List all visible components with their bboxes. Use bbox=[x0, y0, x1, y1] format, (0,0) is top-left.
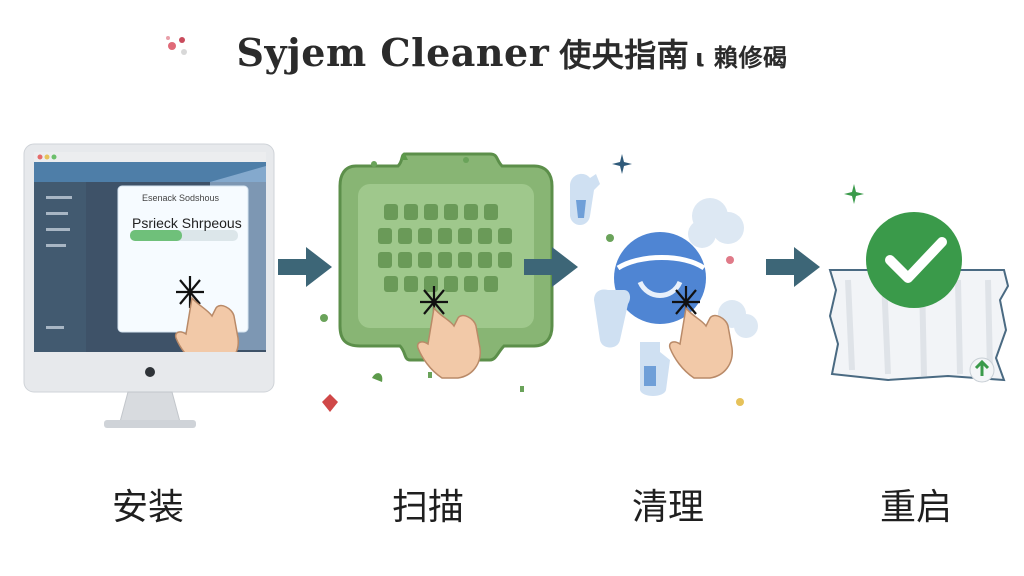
step-scan-illustration bbox=[320, 130, 580, 440]
monitor-install-icon bbox=[23, 143, 275, 428]
step-label-scan: 扫描 bbox=[391, 487, 464, 528]
title-tag: ι 賴修碣 bbox=[695, 44, 788, 72]
arrow-right-icon bbox=[278, 247, 332, 287]
step-label-restart: 重启 bbox=[879, 487, 952, 528]
step-label-install: 安装 bbox=[111, 487, 184, 528]
arrow-right-icon bbox=[524, 247, 578, 287]
title-main: Syjem Cleaner bbox=[236, 30, 550, 75]
title-sub: 使央指南 bbox=[559, 36, 690, 74]
scan-grid-icon bbox=[320, 152, 554, 412]
step-restart-illustration bbox=[818, 130, 1024, 440]
installer-heading: Psrieck Shrpeous bbox=[132, 215, 242, 231]
installer-header: Esenack Sodshous bbox=[142, 193, 220, 203]
step-clean-illustration bbox=[560, 130, 820, 440]
clean-bubbles-icon bbox=[570, 154, 758, 406]
arrow-right-icon bbox=[766, 247, 820, 287]
step-label-clean: 清理 bbox=[631, 487, 704, 528]
step-install-illustration: Esenack Sodshous Psrieck Shrpeous bbox=[20, 130, 280, 440]
sparkle-icon bbox=[166, 36, 187, 55]
restart-check-icon bbox=[828, 184, 1010, 383]
